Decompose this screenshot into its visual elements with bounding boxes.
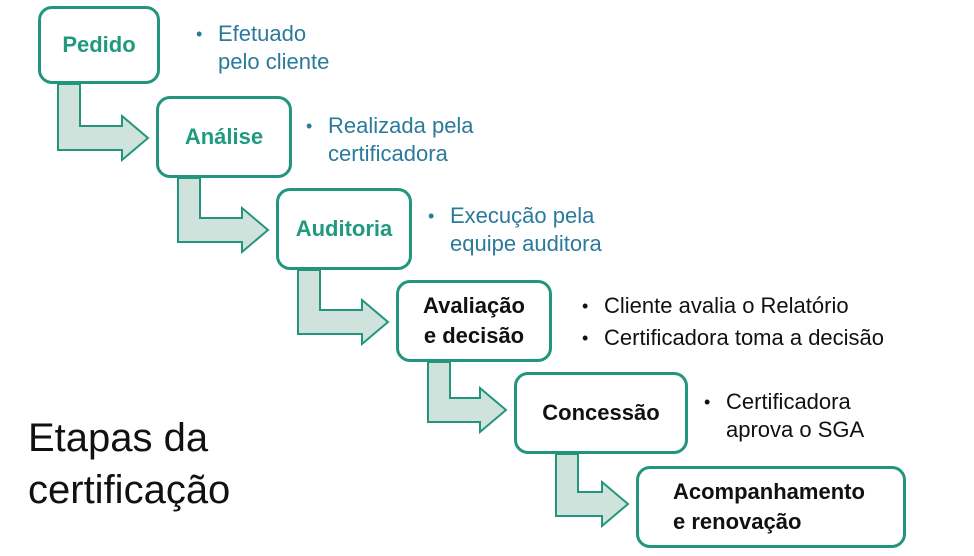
bullet-item: Cliente avalia o Relatório [582,290,884,322]
step-analise-label: Análise [184,124,264,150]
connector-arrow-3 [297,269,390,347]
step-concessao: Concessão [514,372,688,454]
step-concessao-label: Concessão [542,400,660,426]
step-analise: Análise [156,96,292,178]
bullet-item: Certificadora toma a decisão [582,322,884,354]
connector-arrow-5 [555,453,630,529]
step-pedido-label: Pedido [62,32,136,58]
title-line-2: certificação [28,468,231,512]
step-avaliacao-label-1: Avaliação [423,293,525,319]
title-line-1: Etapas da [28,416,209,460]
bullets-avaliacao: Cliente avalia o Relatório Certificadora… [582,290,884,354]
connector-arrow-1 [57,83,150,163]
step-acompanhamento-label-2: e renovação [673,509,802,534]
step-avaliacao: Avaliação e decisão [396,280,552,362]
step-avaliacao-label-2: e decisão [423,323,525,348]
diagram-title: Etapas da certificação [28,412,230,516]
step-auditoria-label: Auditoria [295,216,393,242]
connector-arrow-2 [177,177,270,255]
step-acompanhamento-label-1: Acompanhamento [673,479,865,505]
connector-arrow-4 [427,361,508,435]
step-pedido: Pedido [38,6,160,84]
step-acompanhamento: Acompanhamento e renovação [636,466,906,548]
step-auditoria: Auditoria [276,188,412,270]
